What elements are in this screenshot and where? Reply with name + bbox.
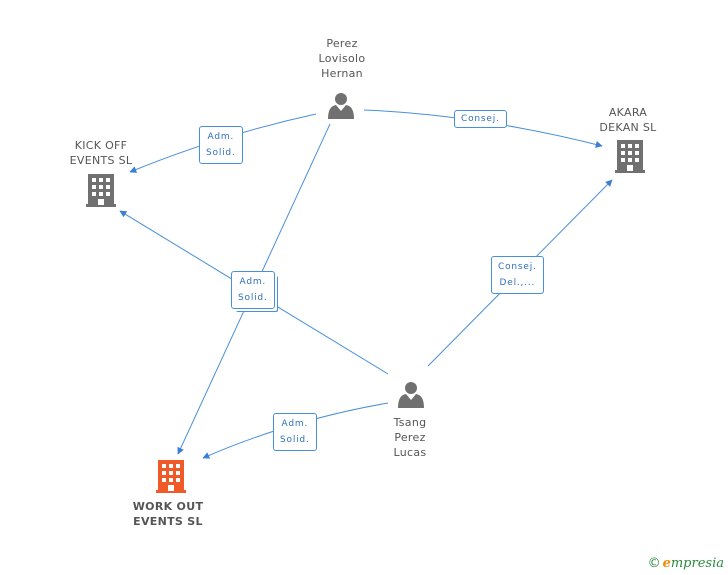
person-icon bbox=[398, 382, 424, 408]
person-icon bbox=[328, 93, 354, 119]
copyright-icon: © bbox=[647, 556, 661, 571]
edge-label-multi-workout: Adm. Solid. bbox=[231, 271, 275, 309]
edge-label-perez-kickoff: Adm. Solid. bbox=[199, 126, 243, 164]
building-icon bbox=[615, 140, 645, 173]
edge-label-perez-akara: Consej. bbox=[454, 110, 507, 128]
edge-label-tsang-akara: Consej. Del.,... bbox=[491, 256, 544, 294]
node-label-akara[interactable]: AKARA DEKAN SL bbox=[599, 106, 657, 134]
brand-logo: ©empresia bbox=[647, 556, 724, 571]
node-label-tsang[interactable]: Tsang Perez Lucas bbox=[393, 416, 427, 459]
building-icon bbox=[86, 174, 116, 207]
node-label-perez[interactable]: Perez Lovisolo Hernan bbox=[318, 37, 366, 80]
node-label-workout[interactable]: WORK OUT EVENTS SL bbox=[132, 500, 204, 528]
node-label-kickoff[interactable]: KICK OFF EVENTS SL bbox=[69, 139, 133, 167]
edge-label-tsang-workout: Adm. Solid. bbox=[273, 413, 317, 451]
building-icon-highlighted bbox=[156, 460, 186, 493]
